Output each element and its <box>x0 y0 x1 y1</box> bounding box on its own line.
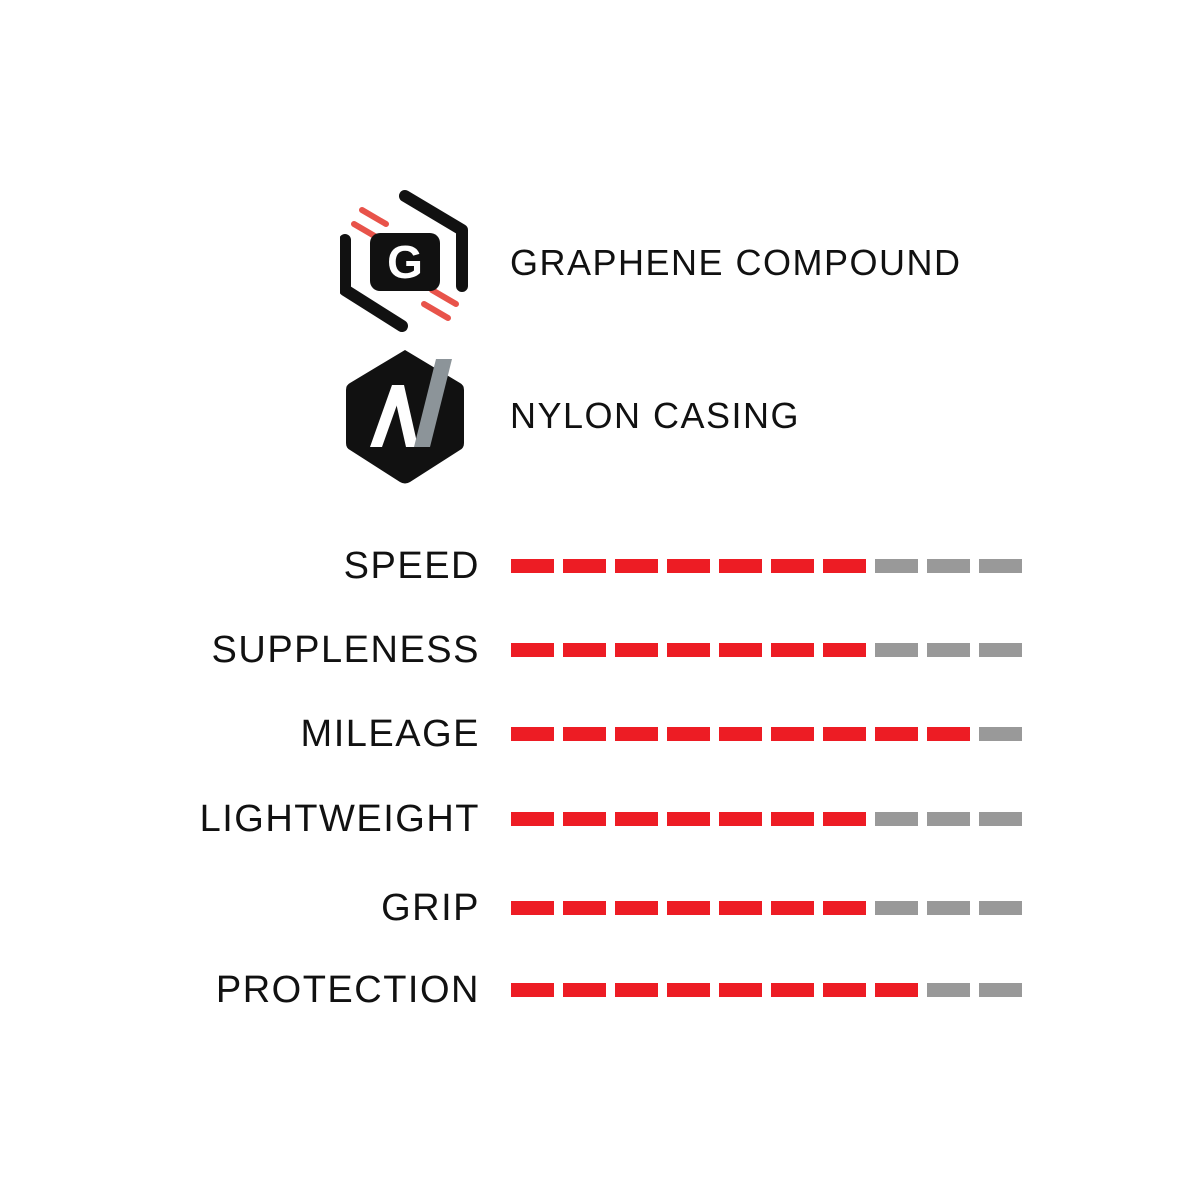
rating-bar <box>511 983 1023 997</box>
graphene-compound-badge: G GRAPHENE COMPOUND <box>0 188 1200 338</box>
rating-segment-filled <box>563 983 606 997</box>
rating-row-speed: SPEED <box>0 541 1200 591</box>
rating-segment-filled <box>615 983 658 997</box>
rating-label: GRIP <box>381 887 480 929</box>
rating-segment-filled <box>823 727 866 741</box>
rating-segment-empty <box>979 901 1022 915</box>
rating-segment-filled <box>667 812 710 826</box>
rating-segment-filled <box>667 901 710 915</box>
rating-label: SPEED <box>343 545 480 587</box>
rating-segment-empty <box>927 559 970 573</box>
nylon-casing-badge: NYLON CASING <box>0 345 1200 495</box>
rating-bar <box>511 812 1023 826</box>
nylon-n-hexagon-icon <box>340 345 470 495</box>
rating-segment-empty <box>927 812 970 826</box>
rating-bar <box>511 643 1023 657</box>
rating-segment-empty <box>979 983 1022 997</box>
rating-segment-filled <box>823 983 866 997</box>
rating-segment-empty <box>979 812 1022 826</box>
rating-segment-filled <box>719 727 762 741</box>
rating-segment-empty <box>875 812 918 826</box>
rating-segment-filled <box>615 901 658 915</box>
rating-segment-filled <box>719 812 762 826</box>
rating-segment-filled <box>667 559 710 573</box>
rating-segment-filled <box>771 727 814 741</box>
rating-label: MILEAGE <box>300 713 480 755</box>
rating-segment-filled <box>875 983 918 997</box>
rating-row-protection: PROTECTION <box>0 965 1200 1015</box>
rating-segment-filled <box>511 643 554 657</box>
rating-label: SUPPLENESS <box>211 629 480 671</box>
rating-segment-filled <box>667 643 710 657</box>
rating-segment-filled <box>615 812 658 826</box>
rating-row-grip: GRIP <box>0 883 1200 933</box>
rating-segment-filled <box>771 901 814 915</box>
rating-segment-filled <box>615 727 658 741</box>
rating-segment-filled <box>511 559 554 573</box>
rating-segment-filled <box>615 643 658 657</box>
rating-row-mileage: MILEAGE <box>0 709 1200 759</box>
rating-segment-filled <box>719 983 762 997</box>
rating-segment-filled <box>511 901 554 915</box>
rating-segment-filled <box>771 559 814 573</box>
rating-segment-filled <box>563 559 606 573</box>
rating-segment-filled <box>563 643 606 657</box>
rating-segment-filled <box>667 727 710 741</box>
rating-segment-empty <box>875 559 918 573</box>
rating-segment-empty <box>875 643 918 657</box>
graphene-g-hexagon-icon: G <box>340 188 470 338</box>
rating-segment-filled <box>771 643 814 657</box>
rating-segment-filled <box>563 901 606 915</box>
rating-segment-empty <box>875 901 918 915</box>
rating-segment-empty <box>927 643 970 657</box>
rating-bar <box>511 559 1023 573</box>
rating-bar <box>511 727 1023 741</box>
rating-segment-empty <box>979 559 1022 573</box>
rating-segment-filled <box>667 983 710 997</box>
rating-segment-empty <box>927 901 970 915</box>
rating-segment-filled <box>719 559 762 573</box>
rating-segment-empty <box>927 983 970 997</box>
graphene-compound-label: GRAPHENE COMPOUND <box>510 242 962 283</box>
rating-segment-filled <box>823 643 866 657</box>
rating-label: PROTECTION <box>215 969 480 1011</box>
rating-segment-filled <box>771 983 814 997</box>
rating-segment-filled <box>719 901 762 915</box>
rating-row-suppleness: SUPPLENESS <box>0 625 1200 675</box>
rating-segment-filled <box>615 559 658 573</box>
rating-segment-filled <box>823 812 866 826</box>
rating-segment-filled <box>719 643 762 657</box>
rating-segment-filled <box>823 901 866 915</box>
graphene-icon-letter: G <box>387 236 423 288</box>
rating-segment-filled <box>563 727 606 741</box>
rating-segment-filled <box>875 727 918 741</box>
rating-bar <box>511 901 1023 915</box>
rating-segment-filled <box>511 812 554 826</box>
rating-segment-empty <box>979 727 1022 741</box>
rating-row-lightweight: LIGHTWEIGHT <box>0 794 1200 844</box>
rating-segment-filled <box>771 812 814 826</box>
rating-segment-filled <box>927 727 970 741</box>
rating-segment-filled <box>823 559 866 573</box>
rating-segment-filled <box>511 727 554 741</box>
rating-label: LIGHTWEIGHT <box>199 798 480 840</box>
rating-segment-filled <box>511 983 554 997</box>
nylon-casing-label: NYLON CASING <box>510 395 801 436</box>
rating-segment-empty <box>979 643 1022 657</box>
rating-segment-filled <box>563 812 606 826</box>
